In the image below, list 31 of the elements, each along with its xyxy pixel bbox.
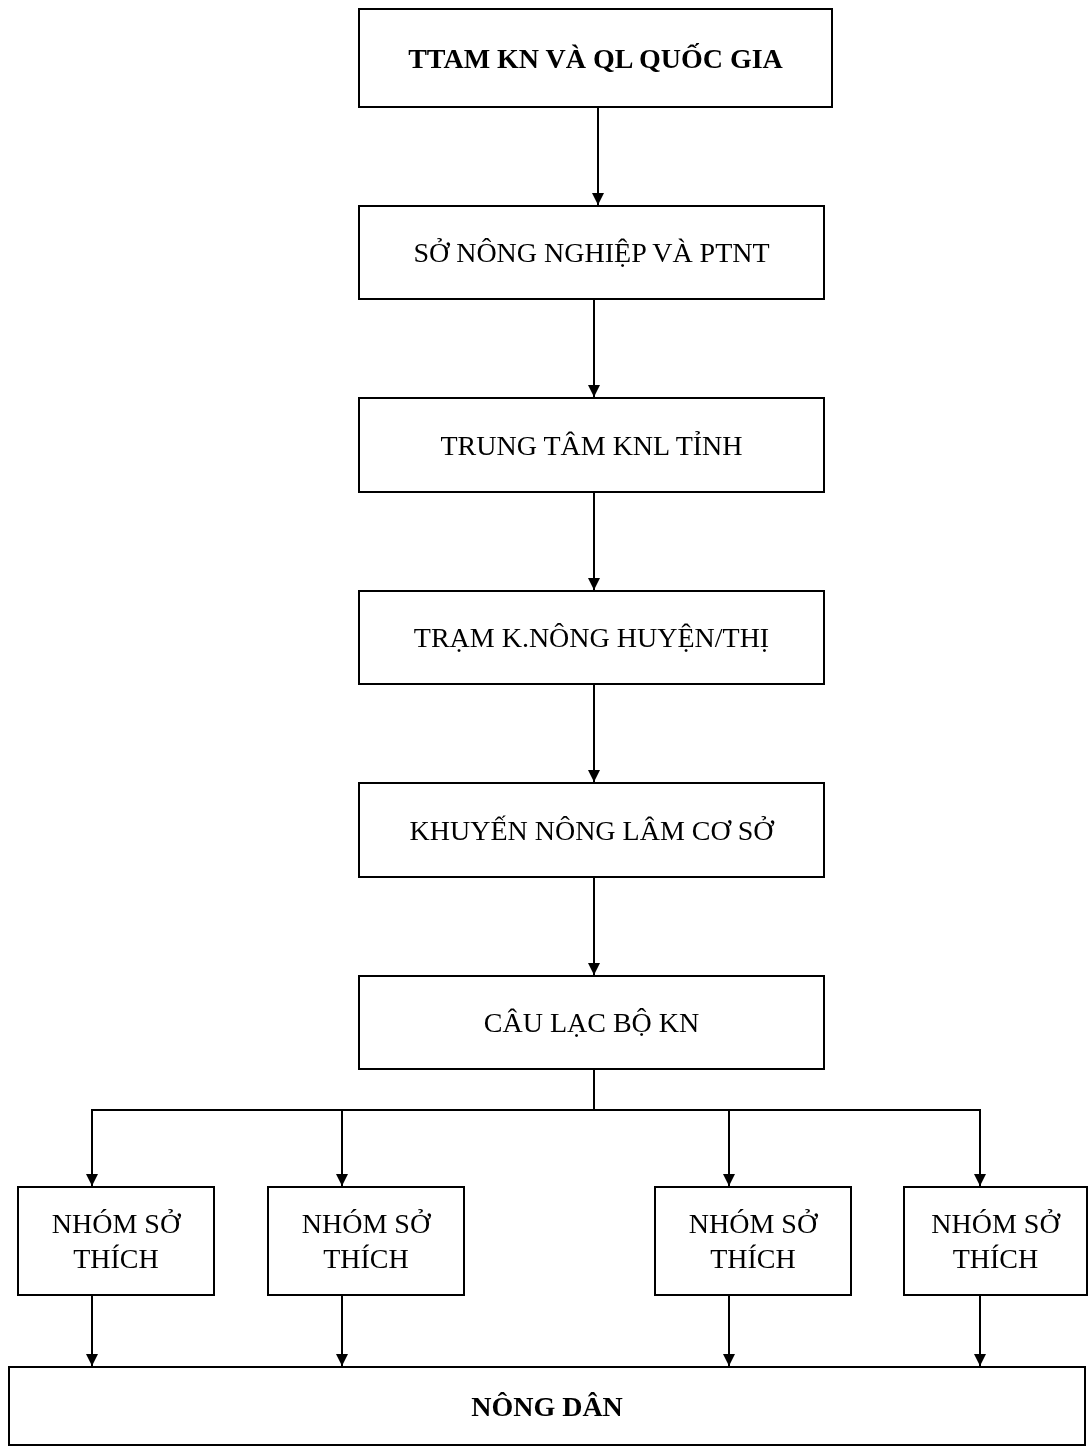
process-box — [358, 782, 825, 878]
process-box — [903, 1186, 1088, 1296]
box-label: NHÓM SỞ THÍCH — [930, 1207, 1062, 1276]
process-box — [17, 1186, 215, 1296]
arrow — [588, 299, 600, 398]
box-label: TRẠM K.NÔNG HUYỆN/THỊ — [412, 621, 771, 655]
box-label: NHÓM SỞ THÍCH — [687, 1207, 819, 1276]
box-label: TTAM KN VÀ QL QUỐC GIA — [407, 41, 784, 76]
process-box — [358, 975, 825, 1070]
arrow — [588, 492, 600, 591]
process-box — [8, 1366, 1086, 1446]
arrow — [336, 1295, 348, 1367]
arrow — [86, 1295, 98, 1367]
process-box — [267, 1186, 465, 1296]
box-label: KHUYẾN NÔNG LÂM CƠ SỞ — [408, 813, 776, 848]
box-label: NÔNG DÂN — [470, 1389, 624, 1424]
box-label: NHÓM SỞ THÍCH — [300, 1207, 432, 1276]
arrow — [723, 1295, 735, 1367]
box-label: CÂU LẠC BỘ KN — [482, 1006, 701, 1040]
arrow — [592, 107, 604, 206]
arrow — [588, 684, 600, 783]
box-label: SỞ NÔNG NGHIỆP VÀ PTNT — [412, 236, 771, 270]
arrow — [974, 1295, 986, 1367]
process-box — [358, 8, 833, 108]
process-box — [654, 1186, 852, 1296]
process-box — [358, 397, 825, 493]
process-box — [358, 590, 825, 685]
process-box — [358, 205, 825, 300]
arrow — [588, 877, 600, 976]
box-label: NHÓM SỞ THÍCH — [50, 1207, 182, 1276]
box-label: TRUNG TÂM KNL TỈNH — [439, 428, 744, 463]
